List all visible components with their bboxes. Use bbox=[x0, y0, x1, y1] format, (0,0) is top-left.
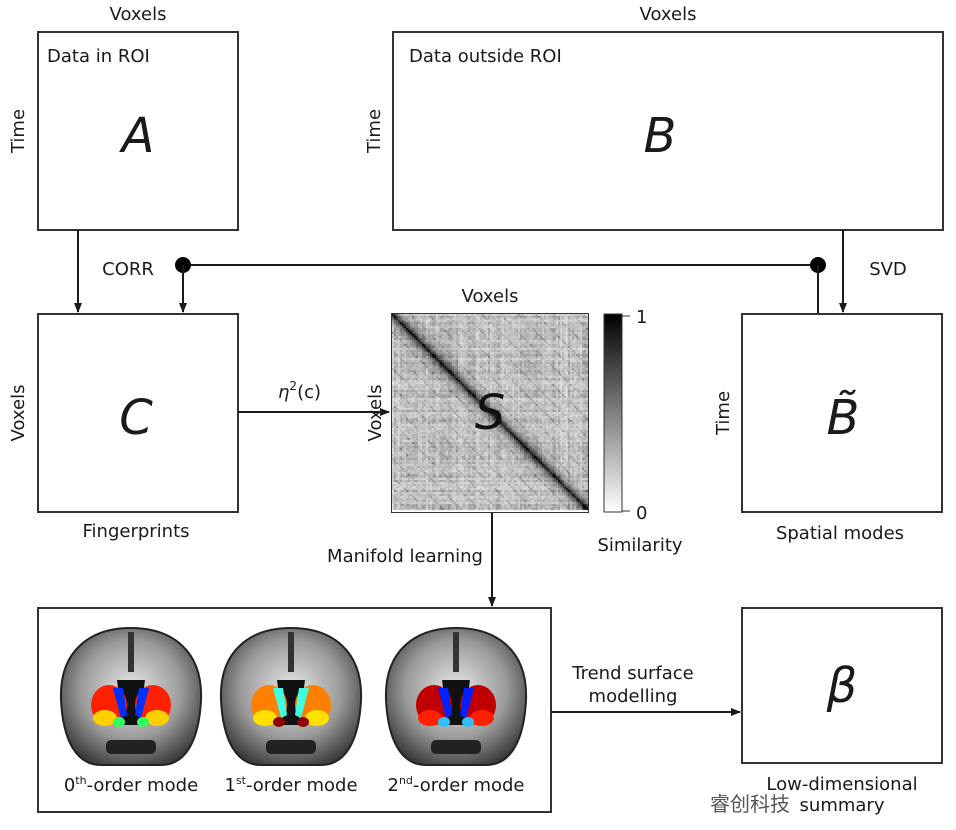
btilde-caption: Spatial modes bbox=[776, 523, 904, 544]
similarity-matrix bbox=[392, 314, 588, 512]
corr-label: CORR bbox=[102, 259, 154, 280]
b-col-label: Voxels bbox=[640, 4, 697, 25]
c-caption: Fingerprints bbox=[82, 521, 189, 542]
a-box bbox=[37, 31, 239, 231]
b-symbol: B bbox=[644, 108, 677, 164]
colorbar bbox=[603, 313, 623, 513]
s-caption: Similarity bbox=[597, 535, 682, 556]
a-col-label: Voxels bbox=[110, 4, 167, 25]
trend-label-2: modelling bbox=[589, 686, 678, 707]
s-row-label: Voxels bbox=[365, 385, 386, 442]
colorbar-max: 1 bbox=[636, 307, 647, 328]
btilde-row-label: Time bbox=[713, 391, 734, 436]
watermark: 睿创科技 bbox=[710, 792, 790, 816]
c-symbol: C bbox=[119, 390, 153, 446]
beta-symbol: β bbox=[826, 658, 858, 714]
eta-label: η2(c) bbox=[278, 379, 321, 403]
s-symbol: S bbox=[474, 385, 506, 441]
b-row-label: Time bbox=[364, 109, 385, 154]
trend-label-1: Trend surface bbox=[571, 663, 694, 684]
mode-label-2: 2nd-order mode bbox=[387, 774, 524, 796]
mode-label-0: 0th-order mode bbox=[64, 774, 198, 796]
a-row-label: Time bbox=[8, 109, 29, 154]
btilde-symbol: B̃ bbox=[827, 389, 860, 446]
manifold-label: Manifold learning bbox=[327, 546, 483, 567]
svd-label: SVD bbox=[869, 259, 907, 280]
colorbar-min: 0 bbox=[636, 503, 647, 524]
matrix-a: Voxels Time Data in ROI A bbox=[8, 4, 239, 231]
matrix-s: Voxels Voxels 1 0 Similarity bbox=[365, 286, 683, 556]
brain-slice-icon bbox=[219, 626, 363, 766]
s-col-label: Voxels bbox=[462, 286, 519, 307]
a-symbol: A bbox=[119, 108, 155, 164]
matrix-b: Voxels Time Data outside ROI B bbox=[364, 4, 944, 231]
s-box bbox=[391, 313, 589, 513]
btilde-box bbox=[741, 313, 943, 513]
beta-caption-1: Low-dimensional bbox=[766, 774, 917, 795]
b-title: Data outside ROI bbox=[409, 46, 562, 67]
matrix-beta: β Low-dimensional summary bbox=[741, 607, 943, 816]
matrix-c: Voxels C Fingerprints bbox=[8, 313, 239, 542]
c-row-label: Voxels bbox=[8, 385, 29, 442]
a-title: Data in ROI bbox=[47, 46, 150, 67]
b-box bbox=[392, 31, 944, 231]
brain-slice-icon bbox=[384, 626, 528, 766]
brain-slice-icon bbox=[59, 626, 203, 766]
beta-box bbox=[741, 607, 943, 764]
c-box bbox=[37, 313, 239, 513]
matrix-btilde: Time B̃ Spatial modes bbox=[713, 313, 943, 544]
beta-caption-2: summary bbox=[800, 795, 885, 816]
mode-label-1: 1st-order mode bbox=[224, 774, 357, 796]
